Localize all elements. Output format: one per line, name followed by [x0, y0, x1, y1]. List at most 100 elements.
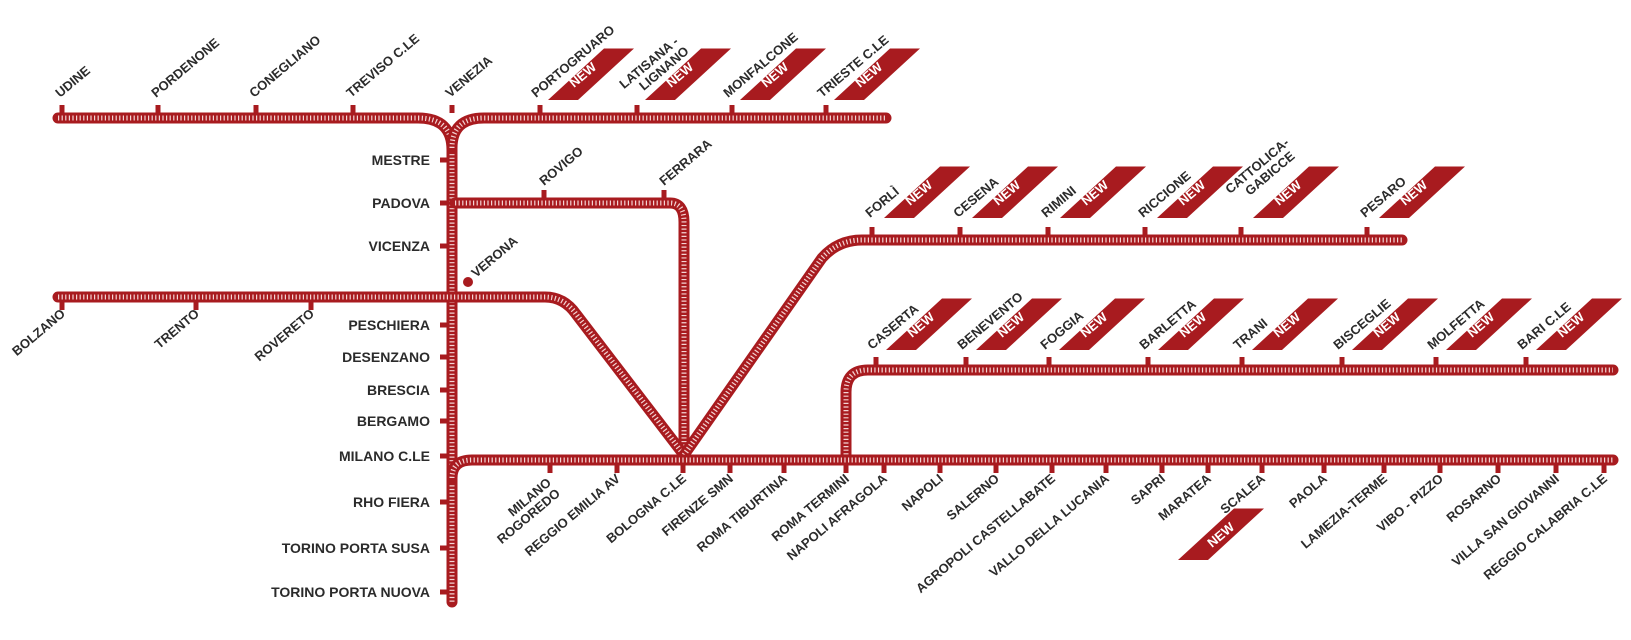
station-label-paola: PAOLA: [1286, 470, 1330, 511]
station-marker-benevento: [963, 357, 969, 365]
station-marker-firenze-smn: [727, 465, 733, 473]
station-marker-conegliano: [253, 105, 259, 113]
station-marker-rimini: [1045, 227, 1051, 235]
station-marker-cattolica-gabicce: [1238, 227, 1244, 235]
new-badge-shape-molfetta: [1446, 298, 1532, 350]
new-badge-shape-bisceglie: [1352, 298, 1438, 350]
station-marker-treviso-c-le: [350, 105, 356, 113]
station-marker-lamezia-terme: [1381, 465, 1387, 473]
station-marker-brescia: [440, 387, 447, 393]
station-marker-milano-c-le: [440, 453, 447, 459]
station-label-trento: TRENTO: [152, 306, 202, 352]
new-badge-shape-benevento: [976, 298, 1062, 350]
station-marker-bologna-c-le: [680, 465, 686, 473]
station-label-rovereto: ROVERETO: [252, 306, 317, 364]
station-marker-foggia: [1046, 357, 1052, 365]
new-badge-trieste-c-le: NEW: [834, 48, 920, 100]
new-badge-shape-latisana-lignano: [645, 48, 731, 100]
station-marker-rovigo: [541, 190, 547, 198]
station-label-bolzano: BOLZANO: [9, 306, 68, 359]
new-badge-portogruaro: NEW: [548, 48, 634, 100]
station-label-rho-fiera: RHO FIERA: [353, 494, 430, 510]
new-badge-shape-portogruaro: [548, 48, 634, 100]
south-track: [446, 454, 1619, 484]
puglia-track: [840, 364, 1619, 464]
new-badge-rimini: NEW: [1060, 166, 1146, 218]
station-marker-napoli-afragola: [881, 465, 887, 473]
verona-track-pattern: [58, 294, 686, 457]
station-label-treviso-c-le: TREVISO C.LE: [343, 31, 422, 101]
station-marker-roma-termini: [843, 465, 849, 473]
station-marker-latisana-lignano: [634, 105, 640, 113]
station-marker-roma-tiburtina: [781, 465, 787, 473]
station-marker-peschiera: [440, 322, 447, 328]
station-label-torino-porta-nuova: TORINO PORTA NUOVA: [271, 584, 430, 600]
station-marker-rovereto: [308, 302, 314, 310]
station-marker-reggio-calabria-c-le: [1601, 465, 1607, 473]
new-badge-shape-pesaro: [1379, 166, 1465, 218]
station-label-udine: UDINE: [52, 63, 93, 101]
new-badge-shape-cesena: [972, 166, 1058, 218]
station-marker-padova: [440, 200, 447, 206]
station-marker-riccione: [1142, 227, 1148, 235]
adriatic-track-pattern: [681, 237, 1402, 457]
station-marker-bari-c-le: [1523, 357, 1529, 365]
new-badge-shape-maratea: [1178, 508, 1264, 560]
station-marker-sapri: [1159, 465, 1165, 473]
new-badge-shape-monfalcone: [740, 48, 826, 100]
station-label-conegliano: CONEGLIANO: [246, 32, 323, 100]
station-marker-vicenza: [440, 243, 447, 249]
station-marker-napoli: [937, 465, 943, 473]
station-marker-barletta: [1145, 357, 1151, 365]
padova-ferrara-track-pattern: [455, 200, 687, 455]
station-marker-bolzano: [59, 302, 65, 310]
station-marker-vibo-pizzo: [1437, 465, 1443, 473]
station-marker-torino-porta-susa: [440, 545, 447, 551]
new-badge-shape-barletta: [1158, 298, 1244, 350]
new-badge-shape-foggia: [1059, 298, 1145, 350]
new-badge-shape-rimini: [1060, 166, 1146, 218]
station-marker-scalea: [1259, 465, 1265, 473]
station-label-salerno: SALERNO: [944, 471, 1002, 523]
station-marker-pesaro: [1364, 227, 1370, 235]
new-badge-bisceglie: NEW: [1352, 298, 1438, 350]
new-badge-shape-caserta: [886, 298, 972, 350]
station-marker-verona: [463, 277, 473, 287]
new-badge-shape-bari-c-le: [1536, 298, 1622, 350]
station-marker-monfalcone: [729, 105, 735, 113]
station-label-brescia: BRESCIA: [367, 382, 430, 398]
station-marker-maratea: [1205, 465, 1211, 473]
station-marker-salerno: [993, 465, 999, 473]
station-label-padova: PADOVA: [372, 195, 430, 211]
new-badge-shape-trani: [1252, 298, 1338, 350]
station-marker-desenzano: [440, 354, 447, 360]
station-marker-pordenone: [155, 105, 161, 113]
new-badge-molfetta: NEW: [1446, 298, 1532, 350]
station-marker-bergamo: [440, 418, 447, 424]
station-marker-molfetta: [1433, 357, 1439, 365]
station-label-milano-c-le: MILANO C.LE: [339, 448, 430, 464]
new-badge-shape-cattolica-gabicce: [1253, 166, 1339, 218]
station-label-verona: VERONA: [468, 233, 521, 281]
station-label-pordenone: PORDENONE: [148, 35, 222, 101]
station-label-peschiera: PESCHIERA: [348, 317, 430, 333]
station-marker-agropoli-castellabate: [1049, 465, 1055, 473]
station-marker-portogruaro: [537, 105, 543, 113]
station-marker-mestre: [440, 157, 447, 163]
station-label-bergamo: BERGAMO: [357, 413, 430, 429]
station-marker-vallo-della-lucania: [1103, 465, 1109, 473]
station-label-napoli: NAPOLI: [899, 471, 946, 514]
station-marker-venezia: [449, 105, 455, 113]
puglia-track-pattern: [843, 367, 1613, 458]
station-label-torino-porta-susa: TORINO PORTA SUSA: [282, 540, 430, 556]
station-marker-ferrara: [661, 190, 667, 198]
station-marker-cesena: [957, 227, 963, 235]
station-marker-villa-san-giovanni: [1553, 465, 1559, 473]
new-badge-maratea: NEW: [1178, 508, 1264, 560]
trunk-track-pattern: [58, 115, 455, 602]
station-label-vicenza: VICENZA: [369, 238, 430, 254]
new-badge-shape-riccione: [1157, 166, 1243, 218]
station-marker-trieste-c-le: [823, 105, 829, 113]
